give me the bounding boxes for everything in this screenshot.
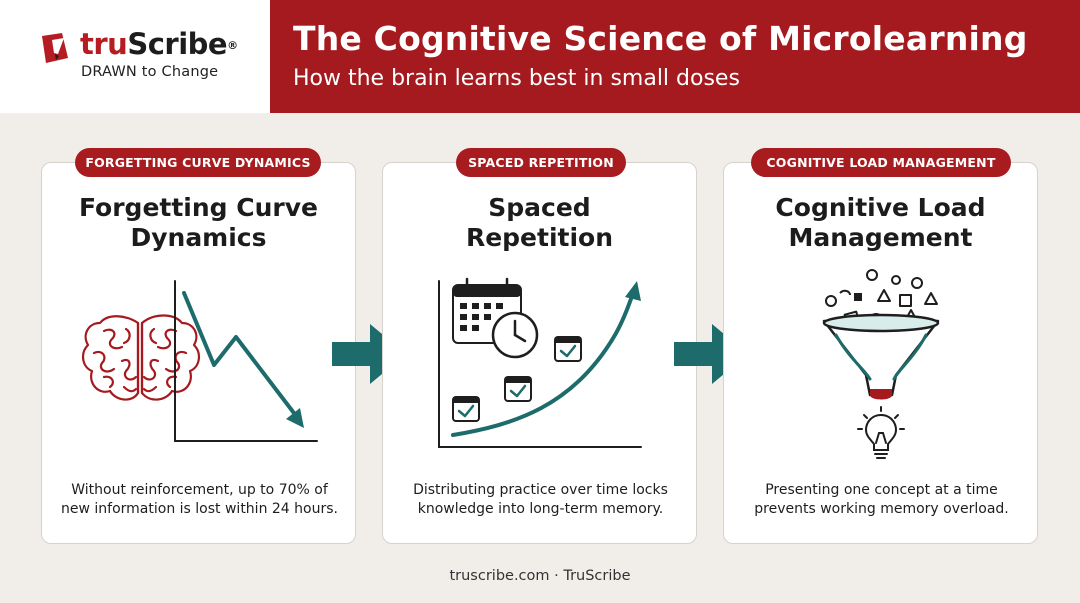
card-title: Cognitive Load Management: [724, 193, 1037, 253]
footer-credit: truscribe.com · TruScribe: [449, 568, 631, 584]
brand-name-part1: tru: [80, 27, 128, 61]
card-title: Forgetting Curve Dynamics: [42, 193, 355, 253]
card-description-line1: Presenting one concept at a time: [765, 482, 998, 498]
badge-cognitive-load: COGNITIVE LOAD MANAGEMENT: [751, 148, 1011, 177]
card-cognitive-load: Cognitive Load Management: [723, 162, 1038, 544]
badge-spaced-repetition: SPACED REPETITION: [456, 148, 626, 177]
card-description: Presenting one concept at a time prevent…: [734, 481, 1029, 519]
title-banner: The Cognitive Science of Microlearning H…: [270, 0, 1080, 113]
page-subtitle: How the brain learns best in small doses: [293, 66, 740, 91]
truscribe-logo-icon: [42, 33, 68, 63]
header: truScribe® DRAWN to Change The Cognitive…: [0, 0, 1080, 113]
brand-name: truScribe®: [80, 26, 238, 62]
card-description-line1: Distributing practice over time locks: [413, 482, 668, 498]
calendar-clock-growth-icon: [438, 277, 642, 448]
logo[interactable]: truScribe® DRAWN to Change: [0, 0, 270, 113]
registered-mark: ®: [227, 39, 238, 52]
funnel-lightbulb-icon: [822, 269, 940, 459]
card-title: Spaced Repetition: [383, 193, 696, 253]
badge-forgetting-curve: FORGETTING CURVE DYNAMICS: [75, 148, 321, 177]
card-description-line2: new information is lost within 24 hours.: [61, 501, 338, 517]
brand-name-part2: Scribe: [127, 27, 228, 61]
card-title-line1: Forgetting Curve: [78, 193, 318, 222]
card-title-line1: Spaced: [488, 193, 591, 222]
card-title-line2: Repetition: [465, 223, 614, 252]
card-description-line1: Without reinforcement, up to 70% of: [71, 482, 328, 498]
card-title-line1: Cognitive Load: [775, 193, 986, 222]
card-description-line2: knowledge into long-term memory.: [417, 501, 664, 517]
page-title: The Cognitive Science of Microlearning: [293, 19, 1028, 58]
card-description: Without reinforcement, up to 70% of new …: [52, 481, 347, 519]
brand-tagline: DRAWN to Change: [81, 64, 219, 80]
card-title-line2: Dynamics: [130, 223, 267, 252]
card-description: Distributing practice over time locks kn…: [393, 481, 688, 519]
brain-forgetting-curve-icon: [82, 280, 318, 442]
card-spaced-repetition: Spaced Repetition: [382, 162, 697, 544]
card-forgetting-curve: Forgetting Curve Dynamics: [41, 162, 356, 544]
card-description-line2: prevents working memory overload.: [754, 501, 1009, 517]
card-title-line2: Management: [788, 223, 973, 252]
